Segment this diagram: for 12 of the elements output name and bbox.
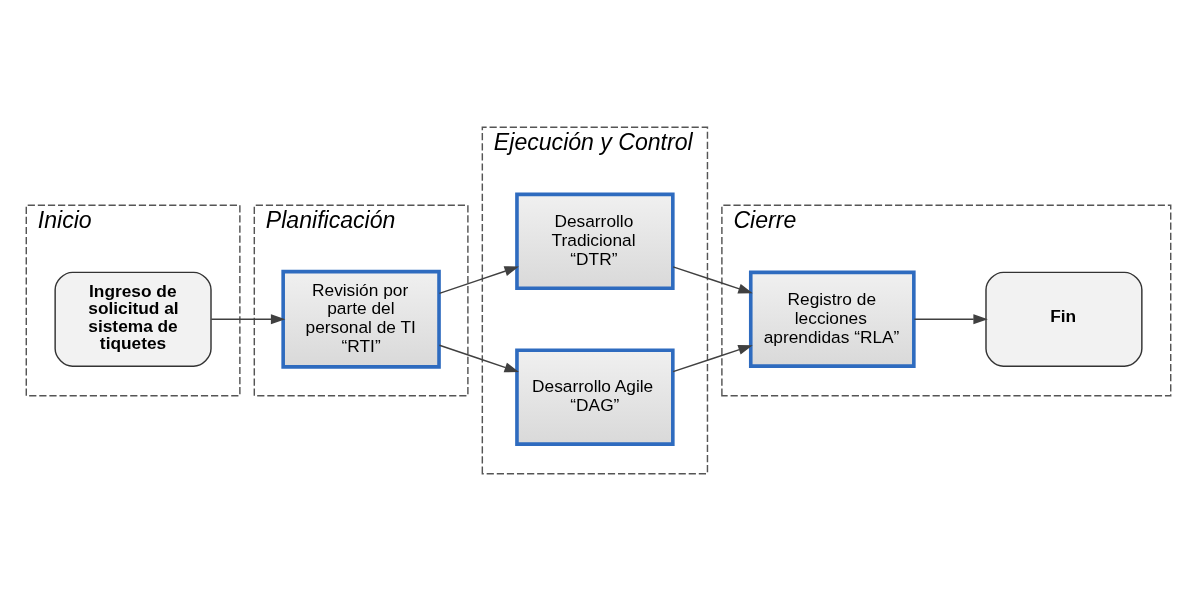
arrow <box>210 313 286 324</box>
arrow <box>672 344 753 372</box>
node-box: Revisión por parte del personal de TI “RTI” <box>281 269 441 369</box>
node-box: Desarrollo Agile “DAG” <box>515 348 675 446</box>
arrow <box>438 265 519 294</box>
node-box: Desarrollo Tradicional “DTR” <box>515 192 675 290</box>
arrow <box>438 344 519 372</box>
node-box: Ingreso de solicitud al sistema de tiquetes <box>54 271 212 367</box>
node-box: Fin <box>985 271 1143 367</box>
arrow <box>672 265 753 294</box>
node-box: Registro de lecciones aprendidas “RLA” <box>748 270 916 368</box>
arrow <box>913 313 988 324</box>
